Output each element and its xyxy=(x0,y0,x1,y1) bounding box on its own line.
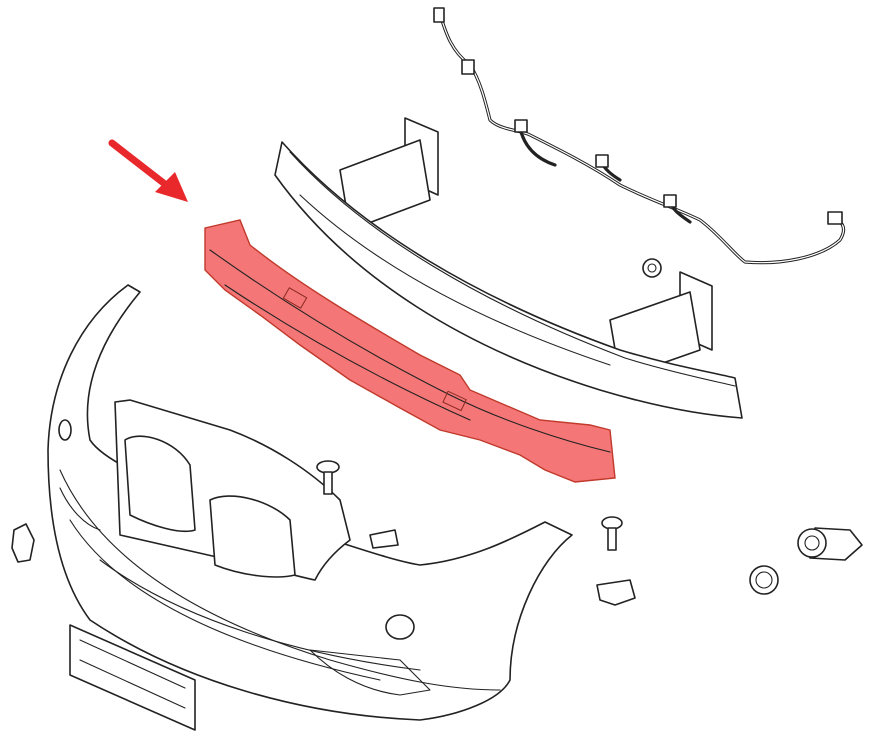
connector-icon xyxy=(433,7,445,23)
connector-icon xyxy=(663,194,677,208)
parking-sensor-icon xyxy=(797,527,863,561)
grille-panel xyxy=(114,399,351,581)
clip-icon xyxy=(369,529,399,549)
connector-icon xyxy=(461,59,475,75)
bumper-reinforcement-beam xyxy=(274,117,743,419)
connector-icon xyxy=(827,211,843,225)
screw-icon xyxy=(601,516,623,551)
connector-icon xyxy=(514,119,528,133)
energy-absorber-highlighted xyxy=(204,219,616,483)
wiring-harness xyxy=(433,7,846,265)
screw-icon xyxy=(316,460,340,495)
nut-clip-icon xyxy=(596,579,636,606)
grommet-icon xyxy=(749,565,779,595)
license-plate-bracket xyxy=(69,624,196,731)
absorber-shape xyxy=(204,219,616,483)
pointer-arrow-icon xyxy=(108,139,188,202)
connector-icon xyxy=(595,154,609,168)
clip-icon xyxy=(11,523,35,563)
